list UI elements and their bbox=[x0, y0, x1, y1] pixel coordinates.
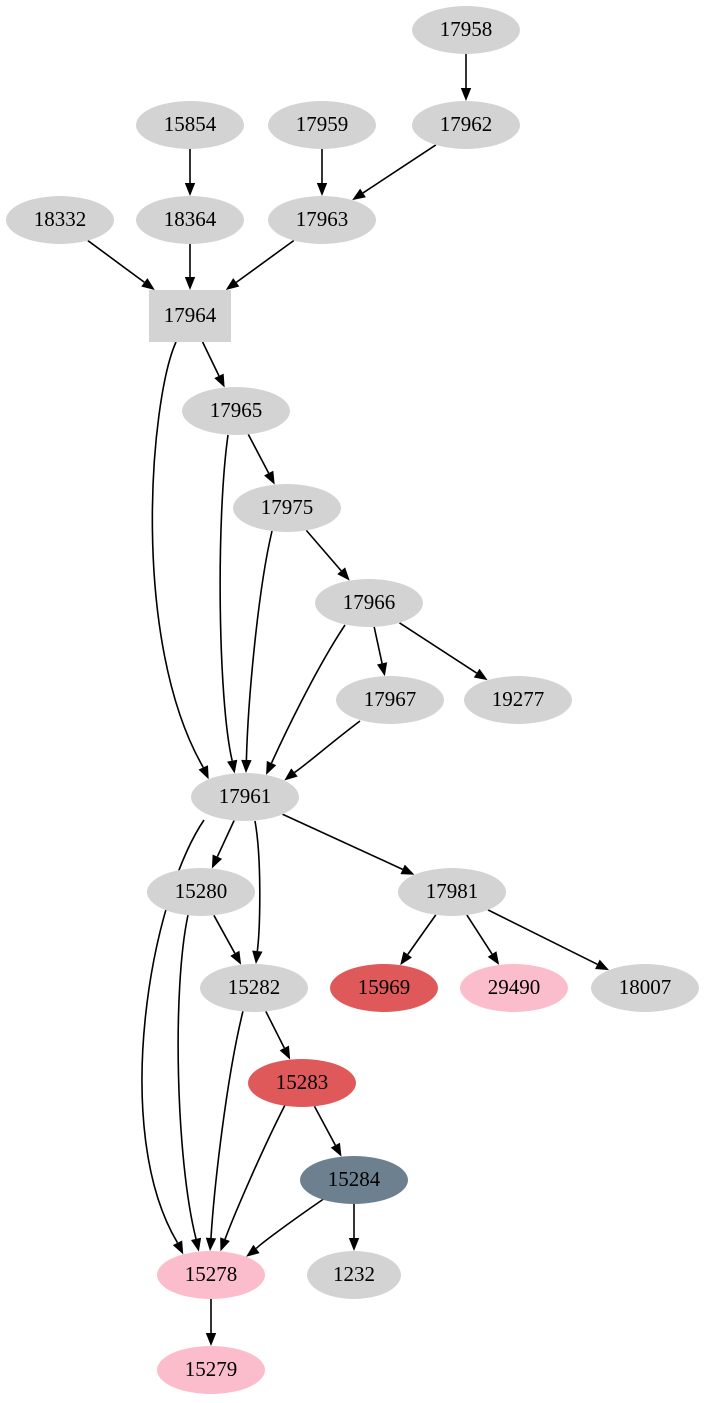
graph-node-17964[interactable]: 17964 bbox=[149, 290, 231, 342]
node-shape-17962[interactable] bbox=[412, 101, 520, 149]
edge-17966-to-17961 bbox=[266, 624, 346, 775]
edge-15280-to-15282 bbox=[213, 914, 242, 965]
node-layer: 17958 15854 17959 17962 18332 18364 17963 17964… bbox=[6, 6, 699, 1394]
graph-node-1232[interactable]: 1232 bbox=[307, 1251, 401, 1299]
node-shape-15854[interactable] bbox=[136, 101, 244, 149]
graph-node-15279[interactable]: 15279 bbox=[157, 1346, 265, 1394]
graph-node-17967[interactable]: 17967 bbox=[336, 676, 444, 724]
edge-15854-to-18364 bbox=[184, 149, 196, 196]
node-shape-17964[interactable] bbox=[149, 290, 231, 342]
node-shape-29490[interactable] bbox=[460, 964, 568, 1012]
graph-node-17962[interactable]: 17962 bbox=[412, 101, 520, 149]
edge-layer bbox=[87, 54, 610, 1346]
edge-17958-to-17962 bbox=[460, 54, 472, 101]
node-shape-18332[interactable] bbox=[6, 196, 114, 244]
edge-17967-to-17961 bbox=[284, 720, 361, 781]
graph-node-15854[interactable]: 15854 bbox=[136, 101, 244, 149]
edge-17975-to-17966 bbox=[305, 529, 350, 581]
graph-node-18007[interactable]: 18007 bbox=[591, 964, 699, 1012]
edge-17961-to-17981 bbox=[282, 813, 415, 875]
edge-15280-to-15278 bbox=[177, 914, 202, 1252]
graph-node-18364[interactable]: 18364 bbox=[136, 196, 244, 244]
edge-17963-to-17964 bbox=[225, 239, 295, 290]
node-shape-15280[interactable] bbox=[147, 868, 255, 916]
edge-17966-to-17967 bbox=[373, 626, 388, 677]
node-shape-15279[interactable] bbox=[157, 1346, 265, 1394]
node-shape-15284[interactable] bbox=[300, 1156, 408, 1204]
edge-15284-to-1232 bbox=[348, 1204, 360, 1251]
edge-17964-to-17961 bbox=[151, 341, 209, 780]
node-shape-17959[interactable] bbox=[268, 101, 376, 149]
edge-18364-to-17964 bbox=[184, 244, 196, 290]
edge-15282-to-15278 bbox=[205, 1010, 244, 1252]
graph-node-19277[interactable]: 19277 bbox=[464, 676, 572, 724]
edge-17965-to-17961 bbox=[219, 434, 238, 774]
graph-node-17975[interactable]: 17975 bbox=[233, 484, 341, 532]
graph-node-15280[interactable]: 15280 bbox=[147, 868, 255, 916]
edge-17981-to-18007 bbox=[487, 909, 610, 971]
node-shape-1232[interactable] bbox=[307, 1251, 401, 1299]
graph-node-18332[interactable]: 18332 bbox=[6, 196, 114, 244]
edge-17961-to-15278 bbox=[141, 819, 205, 1255]
edge-17981-to-15969 bbox=[400, 914, 437, 966]
edge-17966-to-19277 bbox=[399, 622, 488, 681]
node-shape-15278[interactable] bbox=[157, 1251, 265, 1299]
edge-15283-to-15284 bbox=[313, 1105, 342, 1157]
graph-node-17959[interactable]: 17959 bbox=[268, 101, 376, 149]
node-shape-17975[interactable] bbox=[233, 484, 341, 532]
graph-node-17958[interactable]: 17958 bbox=[412, 6, 520, 54]
node-shape-15282[interactable] bbox=[200, 964, 308, 1012]
node-shape-15283[interactable] bbox=[248, 1059, 356, 1107]
edge-18332-to-17964 bbox=[87, 239, 155, 290]
edge-17981-to-29490 bbox=[466, 914, 500, 965]
edge-15283-to-15278 bbox=[220, 1104, 286, 1252]
node-shape-17965[interactable] bbox=[182, 387, 290, 435]
edge-15284-to-15278 bbox=[246, 1197, 326, 1257]
graph-node-15284[interactable]: 15284 bbox=[300, 1156, 408, 1204]
edge-17964-to-17965 bbox=[201, 341, 225, 388]
edge-17975-to-17961 bbox=[241, 530, 273, 774]
node-shape-17981[interactable] bbox=[398, 868, 506, 916]
graph-node-15282[interactable]: 15282 bbox=[200, 964, 308, 1012]
edge-17961-to-15282 bbox=[252, 820, 263, 965]
node-shape-18364[interactable] bbox=[136, 196, 244, 244]
edge-17962-to-17963 bbox=[352, 144, 437, 201]
node-shape-17966[interactable] bbox=[315, 579, 423, 627]
edge-15278-to-15279 bbox=[205, 1299, 217, 1346]
graph-node-17981[interactable]: 17981 bbox=[398, 868, 506, 916]
node-shape-17963[interactable] bbox=[268, 196, 376, 244]
edge-17965-to-17975 bbox=[247, 433, 275, 485]
node-shape-17967[interactable] bbox=[336, 676, 444, 724]
node-shape-17961[interactable] bbox=[191, 773, 299, 821]
edge-15282-to-15283 bbox=[265, 1011, 291, 1060]
edge-17961-to-15280 bbox=[211, 820, 235, 869]
edge-17959-to-17963 bbox=[316, 149, 328, 196]
graph-node-15278[interactable]: 15278 bbox=[157, 1251, 265, 1299]
graph-node-17965[interactable]: 17965 bbox=[182, 387, 290, 435]
graph-node-15969[interactable]: 15969 bbox=[330, 964, 438, 1012]
graph-node-29490[interactable]: 29490 bbox=[460, 964, 568, 1012]
graph-node-17961[interactable]: 17961 bbox=[191, 773, 299, 821]
graph-node-17963[interactable]: 17963 bbox=[268, 196, 376, 244]
node-shape-17958[interactable] bbox=[412, 6, 520, 54]
node-shape-15969[interactable] bbox=[330, 964, 438, 1012]
node-shape-19277[interactable] bbox=[464, 676, 572, 724]
graph-node-17966[interactable]: 17966 bbox=[315, 579, 423, 627]
node-shape-18007[interactable] bbox=[591, 964, 699, 1012]
graph-node-15283[interactable]: 15283 bbox=[248, 1059, 356, 1107]
